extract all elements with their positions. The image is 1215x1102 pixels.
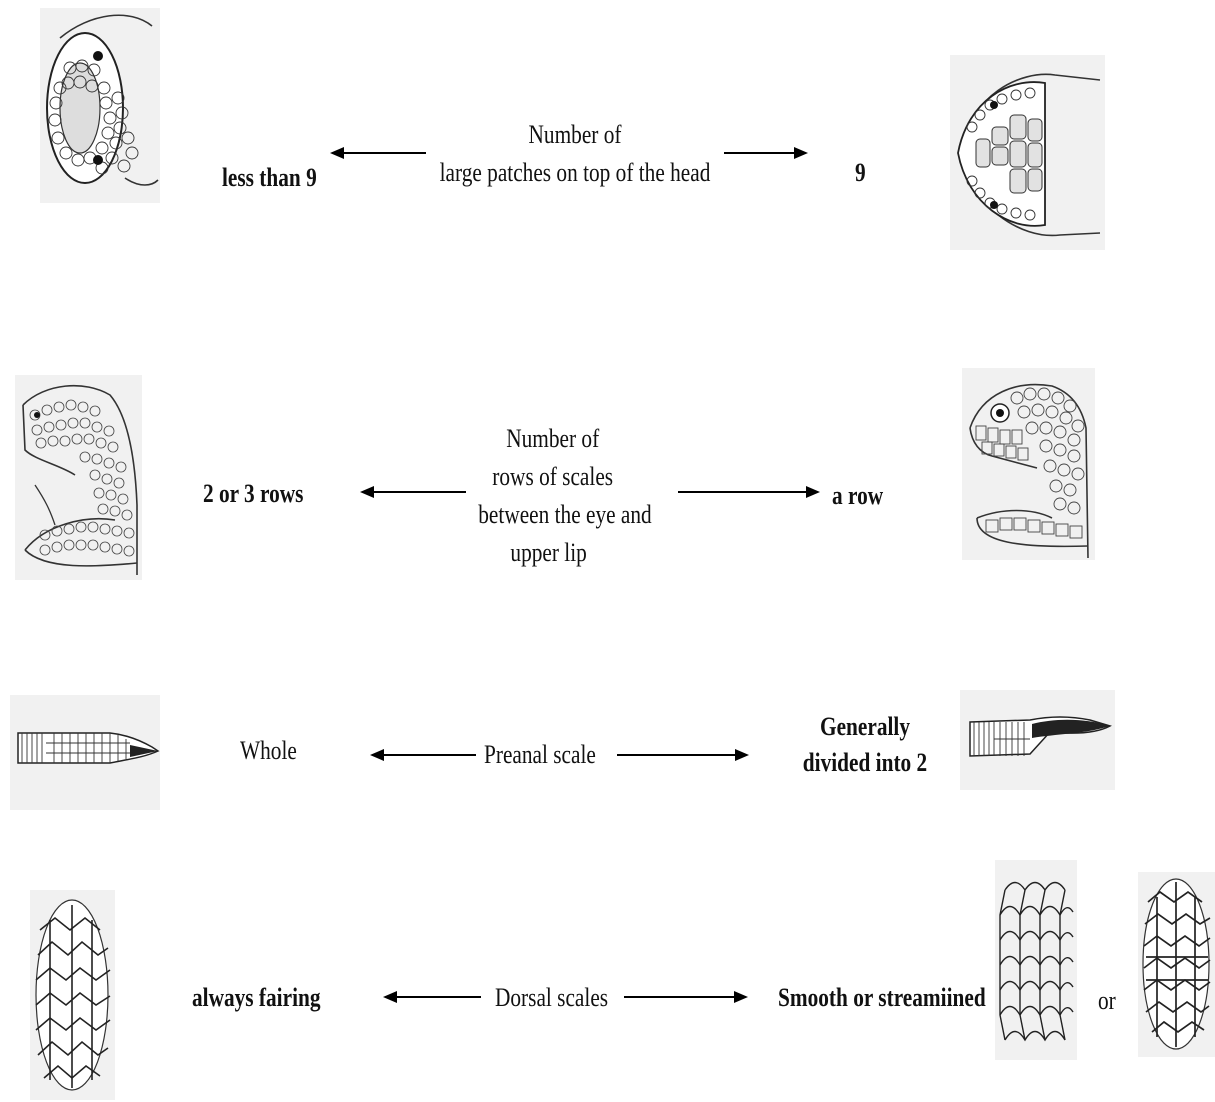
row4-left-arrow xyxy=(383,987,481,1007)
row4-criterion: Dorsal scales xyxy=(495,980,608,1016)
snake-head-side-many-rows-image xyxy=(15,375,142,580)
row1-right-result: 9 xyxy=(855,155,866,191)
smooth-dorsal-scales-image xyxy=(995,860,1077,1060)
row3-right-result-line-2: divided into 2 xyxy=(795,745,934,781)
row1-criterion: Number of large patches on top of the he… xyxy=(415,116,735,192)
row2-criterion-line-3: between the eye and xyxy=(446,496,684,534)
row1-criterion-line-1: Number of xyxy=(415,116,735,154)
row1-left-result: less than 9 xyxy=(222,160,317,196)
row3-left-result: Whole xyxy=(240,733,297,769)
snake-head-top-nine-plates-image xyxy=(950,55,1105,250)
row2-criterion-line-2: rows of scales xyxy=(422,458,684,496)
snake-tail-divided-preanal-image xyxy=(960,690,1115,790)
snake-head-side-one-row-image xyxy=(962,368,1095,560)
row2-right-result: a row xyxy=(832,478,883,514)
row2-criterion-line-1: Number of xyxy=(422,420,684,458)
row2-right-arrow xyxy=(678,482,820,502)
row2-criterion: Number of rows of scales between the eye… xyxy=(446,420,684,572)
row4-right-result: Smooth or streamiined xyxy=(778,980,986,1016)
row3-criterion: Preanal scale xyxy=(484,737,596,773)
row1-criterion-line-2: large patches on top of the head xyxy=(415,154,735,192)
row4-right-arrow xyxy=(624,987,748,1007)
keeled-dorsal-scales-image xyxy=(30,890,115,1100)
row3-right-result: Generally divided into 2 xyxy=(795,709,934,781)
row3-right-result-line-1: Generally xyxy=(795,709,934,745)
row1-left-arrow xyxy=(330,143,426,163)
keeled-dorsal-scales-alt-image xyxy=(1138,872,1215,1057)
snake-tail-whole-preanal-image xyxy=(10,695,160,810)
row3-left-arrow xyxy=(370,745,476,765)
row3-right-arrow xyxy=(617,745,749,765)
row2-left-result: 2 or 3 rows xyxy=(203,476,303,512)
row1-right-arrow xyxy=(724,143,808,163)
row4-or-connector: or xyxy=(1098,983,1116,1019)
row4-left-result: always fairing xyxy=(192,980,321,1016)
row2-criterion-line-4: upper lip xyxy=(413,534,684,572)
snake-head-top-small-patches-image xyxy=(40,8,160,203)
